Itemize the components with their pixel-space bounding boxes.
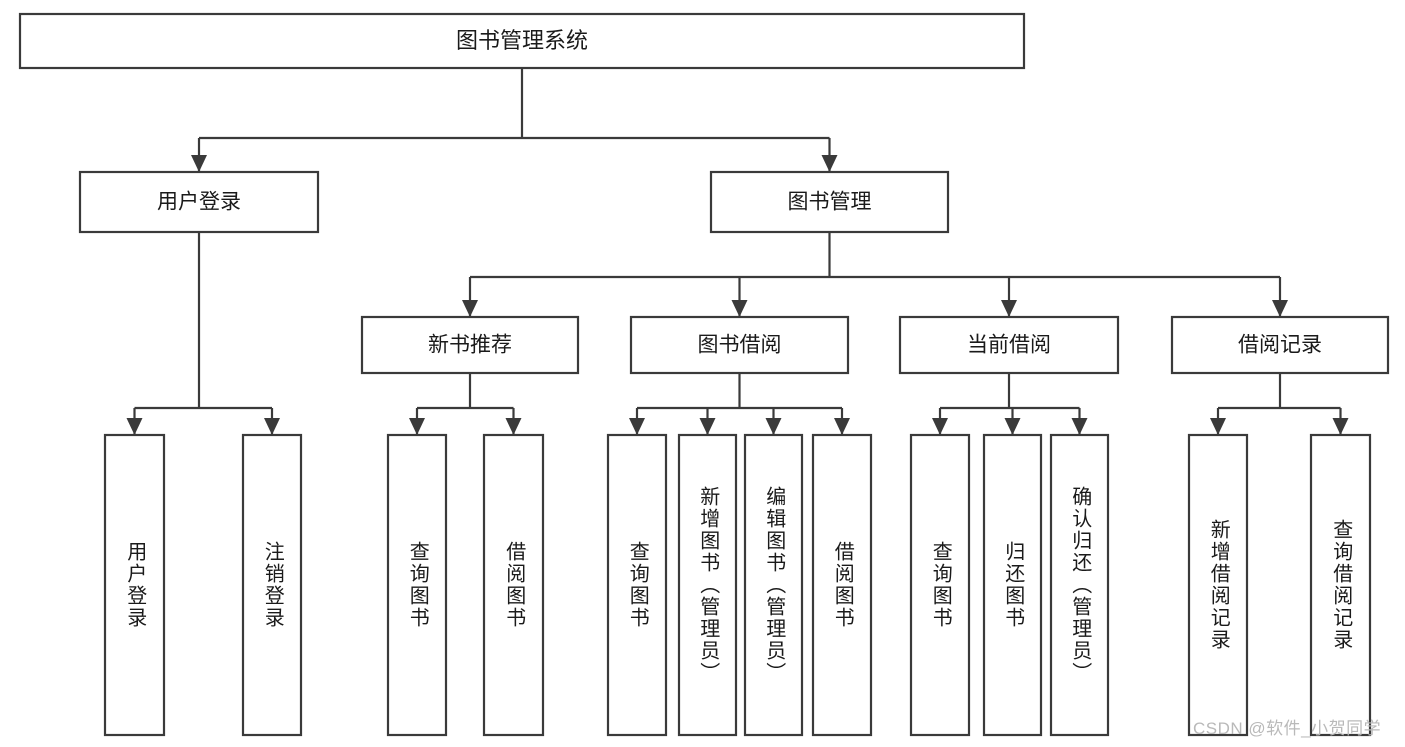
node-box-leaf-9[interactable] <box>982 433 1043 737</box>
node-box-leaf-3[interactable] <box>482 433 545 737</box>
node-label-l3-1: 图书借阅 <box>698 334 782 357</box>
l3-2-leaves-arrow-1 <box>1004 418 1021 435</box>
node-label-l2-0: 用户登录 <box>157 191 241 214</box>
books-to-l3-arrow-2 <box>1001 300 1017 317</box>
node-box-l2-1[interactable] <box>709 170 950 234</box>
node-box-leaf-0[interactable] <box>103 433 166 737</box>
csdn-watermark: CSDN @软件_小贺同学 <box>1193 719 1382 738</box>
l3-0-leaves-arrow-0 <box>409 418 425 435</box>
node-label-l3-3: 借阅记录 <box>1238 334 1322 357</box>
node-boxes-layer <box>18 12 1390 737</box>
l3-1-leaves-arrow-1 <box>699 418 716 435</box>
node-box-l3-0[interactable] <box>360 315 580 375</box>
books-to-l3-arrow-3 <box>1272 300 1288 317</box>
node-box-leaf-10[interactable] <box>1049 433 1110 737</box>
login-leaves-arrow-0 <box>126 418 143 435</box>
node-box-leaf-2[interactable] <box>386 433 448 737</box>
node-box-l3-1[interactable] <box>629 315 850 375</box>
node-box-leaf-4[interactable] <box>606 433 668 737</box>
node-box-l2-0[interactable] <box>78 170 320 234</box>
login-leaves-arrow-1 <box>264 418 280 435</box>
node-box-leaf-6[interactable] <box>743 433 804 737</box>
l3-3-leaves-arrow-0 <box>1210 418 1226 435</box>
node-label-l3-0: 新书推荐 <box>428 334 512 357</box>
node-box-leaf-7[interactable] <box>811 433 873 737</box>
node-box-l3-2[interactable] <box>898 315 1120 375</box>
l3-2-leaves-arrow-0 <box>932 418 948 435</box>
node-box-l3-3[interactable] <box>1170 315 1390 375</box>
connectors-layer <box>126 68 1349 435</box>
node-box-leaf-1[interactable] <box>241 433 303 737</box>
node-label-l3-2: 当前借阅 <box>967 334 1051 357</box>
books-to-l3-arrow-1 <box>731 300 748 317</box>
l3-1-leaves-arrow-3 <box>834 418 850 435</box>
node-label-l2-1: 图书管理 <box>788 191 872 214</box>
node-label-root-0: 图书管理系统 <box>456 28 588 53</box>
l3-2-leaves-arrow-2 <box>1071 418 1088 435</box>
node-box-root-0[interactable] <box>18 12 1026 70</box>
books-to-l3-arrow-0 <box>462 300 478 317</box>
node-box-leaf-5[interactable] <box>677 433 738 737</box>
l3-3-leaves-arrow-1 <box>1332 418 1349 435</box>
l3-1-leaves-arrow-0 <box>629 418 645 435</box>
node-box-leaf-12[interactable] <box>1309 433 1372 737</box>
root-to-l2-arrow-1 <box>821 155 838 172</box>
root-to-l2-arrow-0 <box>191 155 207 172</box>
node-box-leaf-11[interactable] <box>1187 433 1249 737</box>
l3-1-leaves-arrow-2 <box>765 418 782 435</box>
node-box-leaf-8[interactable] <box>909 433 971 737</box>
l3-0-leaves-arrow-1 <box>505 418 522 435</box>
